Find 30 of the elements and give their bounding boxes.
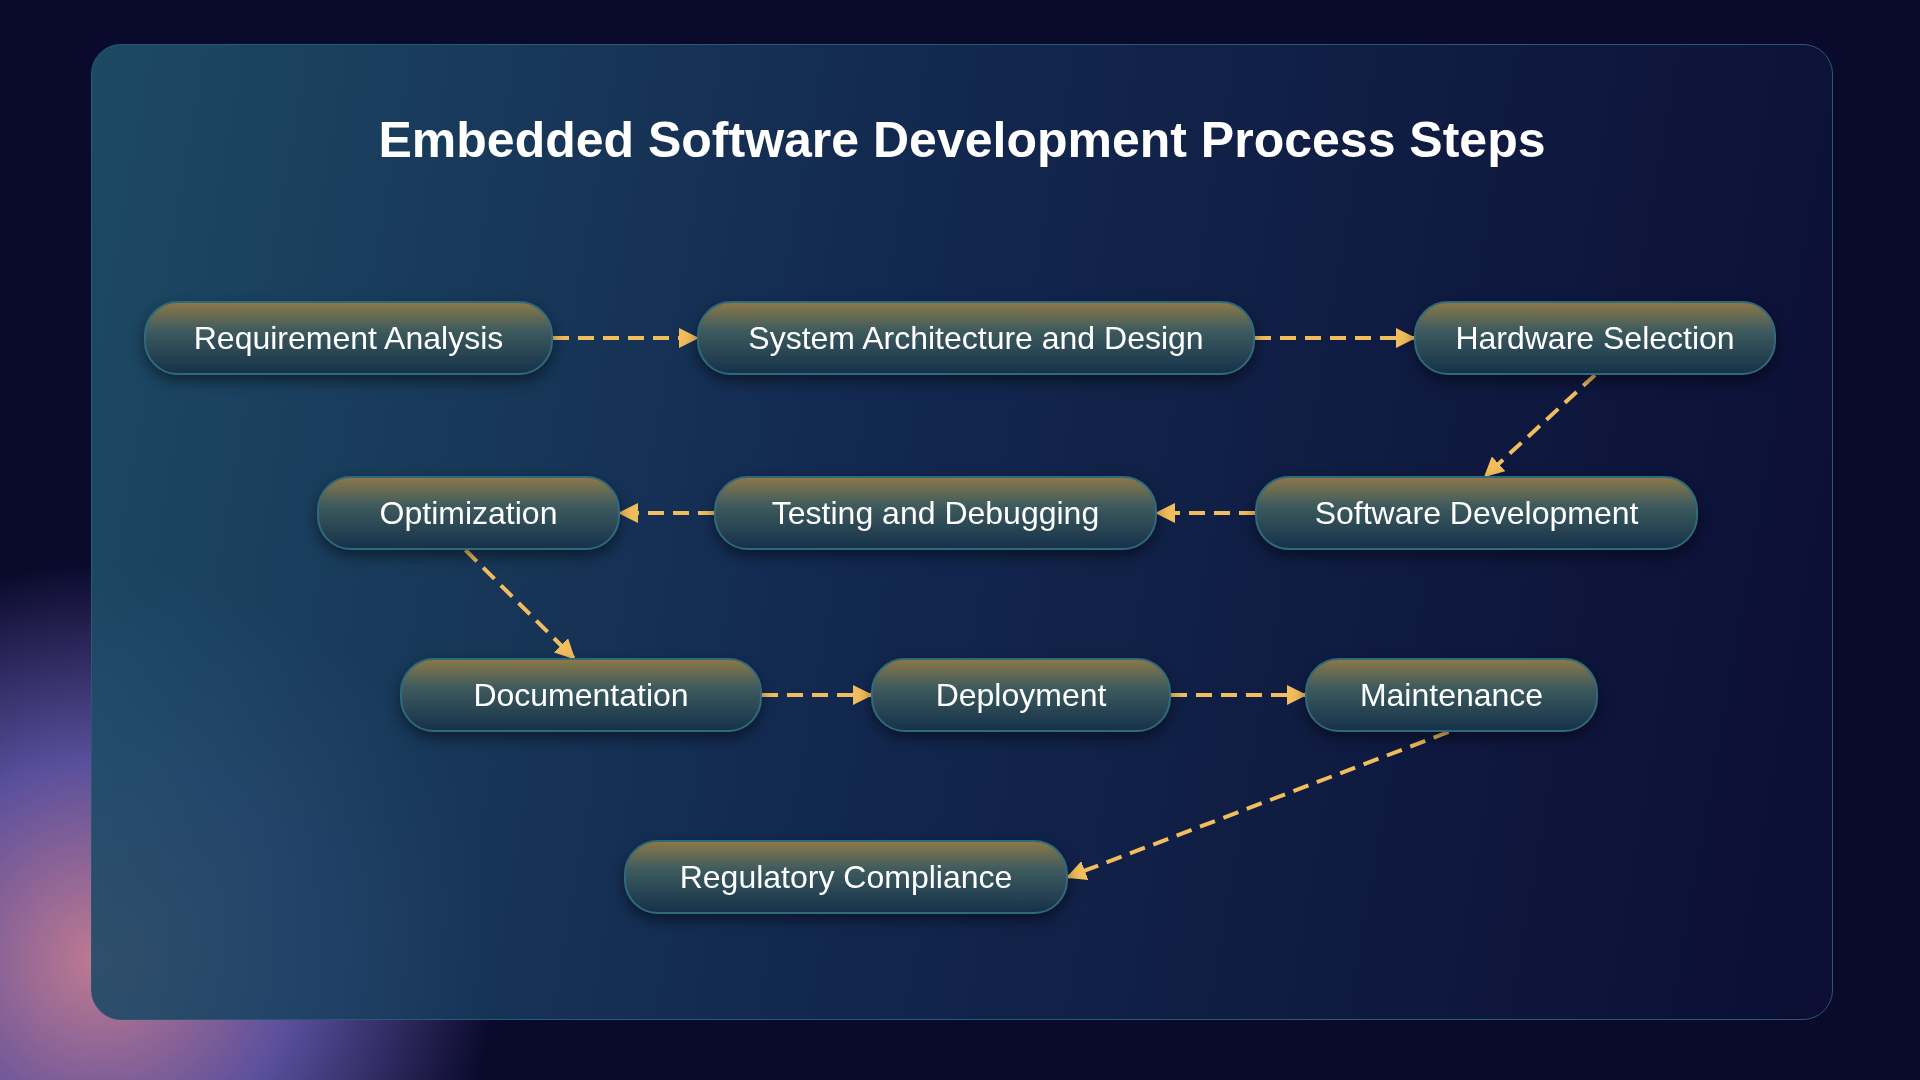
diagram-title: Embedded Software Development Process Steps	[377, 111, 1547, 170]
dashed-arrow	[1155, 503, 1255, 523]
node-label: Maintenance	[1359, 676, 1544, 715]
node-label: Hardware Selection	[1455, 319, 1735, 358]
node-label: System Architecture and Design	[748, 319, 1204, 358]
node-label: Regulatory Compliance	[679, 858, 1013, 897]
dashed-arrow	[762, 685, 873, 705]
dashed-arrow	[1066, 730, 1450, 880]
node-label: Optimization	[379, 494, 558, 533]
dashed-arrow	[553, 328, 699, 348]
process-pill	[1414, 301, 1776, 375]
node-label: Software Development	[1314, 494, 1639, 533]
node-label: Requirement Analysis	[193, 319, 504, 358]
process-pill	[400, 658, 762, 732]
process-pill	[1305, 658, 1598, 732]
dashed-arrow	[1171, 685, 1307, 705]
dashed-arrow	[618, 503, 714, 523]
dashed-arrow	[464, 548, 576, 660]
process-pill	[1255, 476, 1698, 550]
node-label: Testing and Debugging	[771, 494, 1100, 533]
process-pill	[624, 840, 1068, 914]
dashed-arrow	[1483, 373, 1597, 478]
process-pill	[317, 476, 620, 550]
process-pill	[714, 476, 1157, 550]
node-label: Documentation	[473, 676, 689, 715]
process-pill	[697, 301, 1255, 375]
dashed-arrow	[1255, 328, 1416, 348]
node-label: Deployment	[935, 676, 1107, 715]
process-pill	[144, 301, 553, 375]
process-pill	[871, 658, 1171, 732]
